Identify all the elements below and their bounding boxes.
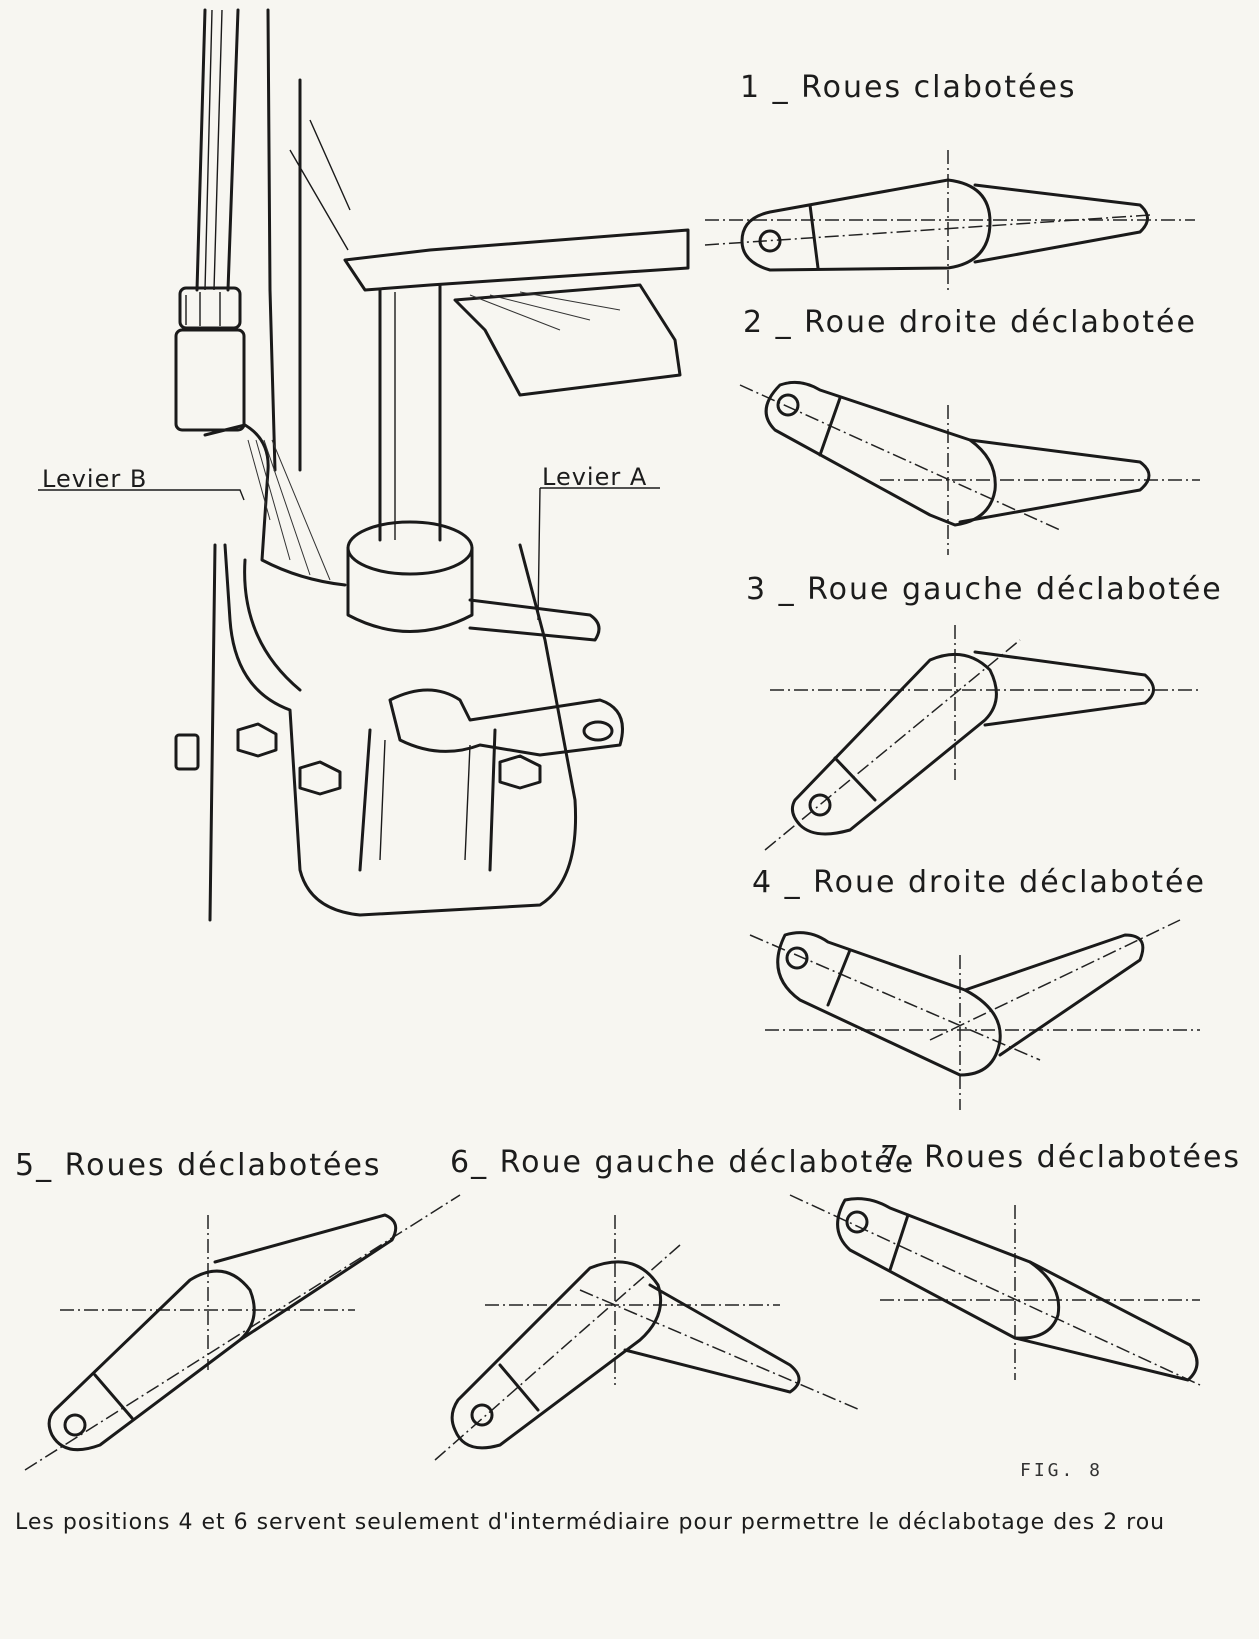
levier-b-label: Levier B xyxy=(42,465,148,493)
footnote: Les positions 4 et 6 servent seulement d… xyxy=(15,1510,1166,1535)
position-6-label: 6_ Roue gauche déclabotée xyxy=(450,1145,916,1180)
position-5-drawing xyxy=(24,1194,461,1471)
position-3-label: 3 _ Roue gauche déclabotée xyxy=(746,572,1223,607)
position-3-drawing xyxy=(764,625,1200,851)
mechanism-illustration xyxy=(38,8,690,922)
position-2-label: 2 _ Roue droite déclabotée xyxy=(743,305,1197,340)
position-7-label: 7. Roues déclabotées xyxy=(880,1140,1242,1175)
position-4-drawing xyxy=(749,919,1200,1110)
position-1-drawing xyxy=(704,150,1195,290)
levier-a-label: Levier A xyxy=(542,463,648,491)
figure-number: FIG. 8 xyxy=(1020,1460,1104,1481)
position-7-drawing xyxy=(789,1194,1201,1386)
position-1-label: 1 _ Roues clabotées xyxy=(740,70,1077,105)
position-6-drawing xyxy=(434,1215,861,1461)
position-4-label: 4 _ Roue droite déclabotée xyxy=(752,865,1206,900)
position-2-drawing xyxy=(739,380,1200,555)
position-5-label: 5_ Roues déclabotées xyxy=(15,1148,382,1183)
